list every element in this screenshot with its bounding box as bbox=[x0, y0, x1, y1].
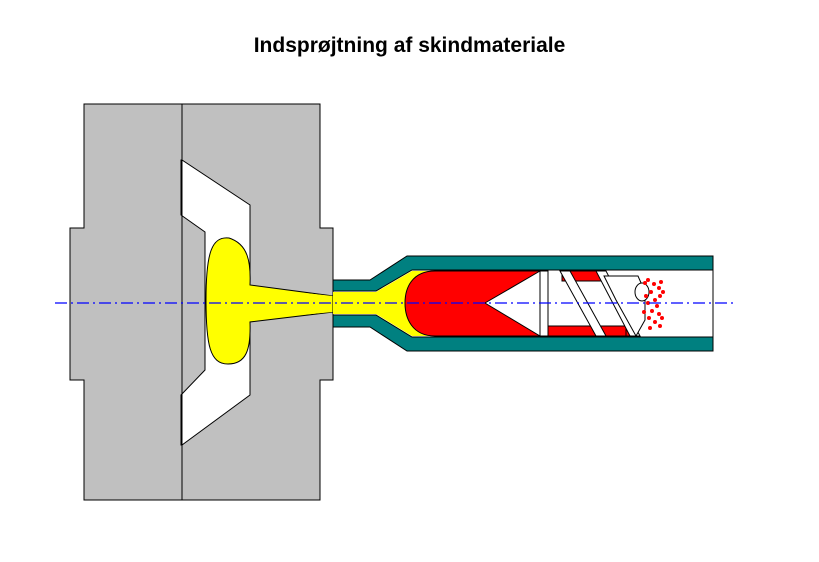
granule bbox=[653, 320, 657, 324]
granule bbox=[658, 294, 662, 298]
granule bbox=[646, 301, 650, 305]
granule bbox=[652, 282, 656, 286]
granule bbox=[642, 310, 646, 314]
sprue bbox=[248, 287, 333, 320]
granule bbox=[661, 290, 665, 294]
granule bbox=[643, 281, 647, 285]
granules bbox=[642, 278, 665, 330]
granule bbox=[653, 298, 657, 302]
granule bbox=[655, 304, 659, 308]
granule bbox=[649, 290, 653, 294]
melt-flight-bottom bbox=[547, 325, 627, 337]
granule bbox=[657, 312, 661, 316]
granule bbox=[650, 309, 654, 313]
melt-cushion bbox=[404, 270, 541, 337]
granule bbox=[660, 316, 664, 320]
granule bbox=[648, 326, 652, 330]
granule bbox=[658, 324, 662, 328]
granule bbox=[657, 286, 661, 290]
mold-left-half bbox=[69, 103, 183, 501]
diagram-title: Indsprøjtning af skindmateriale bbox=[253, 34, 566, 57]
granule bbox=[644, 294, 648, 298]
granule bbox=[647, 316, 651, 320]
screw-end bbox=[634, 282, 650, 302]
granule bbox=[646, 278, 650, 282]
granule bbox=[659, 280, 663, 284]
